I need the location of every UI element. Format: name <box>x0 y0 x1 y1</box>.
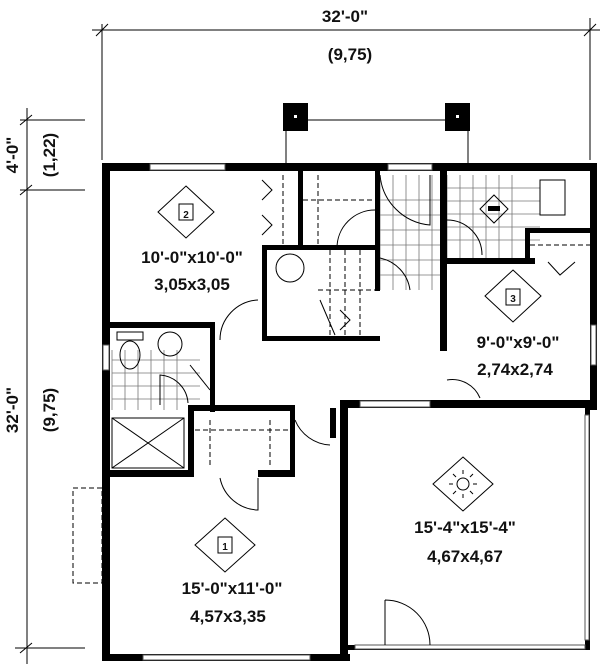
room-size-metric: 4,57x3,35 <box>190 607 266 626</box>
room-number: 1 <box>222 542 228 553</box>
bed-icon <box>194 517 256 573</box>
bed-icon <box>157 185 215 239</box>
porch-depth-imperial: 4'-0" <box>3 137 22 174</box>
depth-imperial: 32'-0" <box>3 387 22 433</box>
room-size-metric: 3,05x3,05 <box>154 275 230 294</box>
dimension-lines <box>15 18 600 664</box>
room-number: 3 <box>510 294 516 305</box>
room-size-metric: 2,74x2,74 <box>477 360 553 379</box>
sun-icon <box>432 456 494 512</box>
porch-posts <box>283 103 470 163</box>
washer-icon <box>479 194 509 224</box>
width-metric: (9,75) <box>328 45 372 64</box>
room-size-imperial: 10'-0"x10'-0" <box>141 248 243 267</box>
closets <box>72 244 590 584</box>
room-number: 2 <box>183 210 189 221</box>
porch-depth-metric: (1,22) <box>40 133 59 177</box>
depth-metric: (9,75) <box>40 388 59 432</box>
bathroom-fixtures <box>111 179 566 469</box>
bed-icon <box>484 269 542 323</box>
floor-tiles <box>111 175 540 410</box>
room-size-imperial: 15'-4"x15'-4" <box>414 518 516 537</box>
width-imperial: 32'-0" <box>322 7 368 26</box>
room-size-metric: 4,67x4,67 <box>427 547 503 566</box>
room-sunroom: 15'-4"x15'-4" 4,67x4,67 <box>414 456 516 566</box>
stairs <box>275 175 375 336</box>
room-laundry <box>479 194 509 224</box>
room-bedroom-3: 3 9'-0"x9'-0" 2,74x2,74 <box>477 269 560 379</box>
windows <box>102 163 597 661</box>
walls <box>102 163 597 661</box>
room-size-imperial: 15'-0"x11'-0" <box>182 579 283 598</box>
doors <box>159 174 576 646</box>
room-size-imperial: 9'-0"x9'-0" <box>477 333 560 352</box>
room-bedroom-1: 1 15'-0"x11'-0" 4,57x3,35 <box>182 517 283 626</box>
room-bedroom-2: 2 10'-0"x10'-0" 3,05x3,05 <box>141 185 243 294</box>
